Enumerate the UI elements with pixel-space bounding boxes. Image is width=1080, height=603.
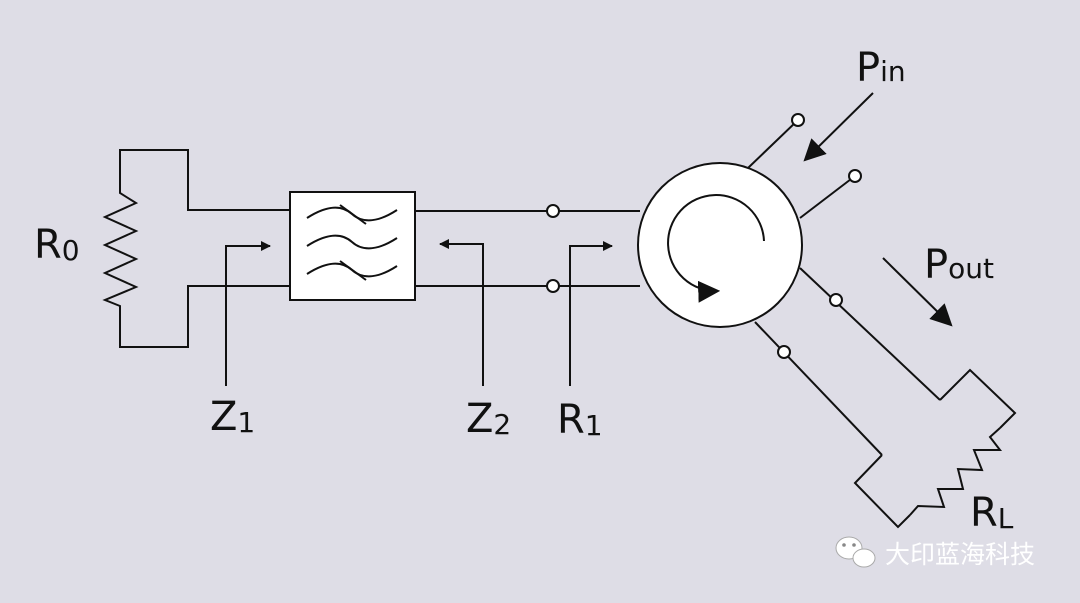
watermark-text: 大印蓝海科技 — [885, 540, 1035, 569]
terminal-node — [546, 279, 560, 293]
label-r0: R0 — [34, 222, 80, 268]
terminal-node — [848, 169, 862, 183]
r1-arrow — [569, 241, 613, 386]
label-z2: Z2 — [466, 396, 511, 442]
z1-arrow — [225, 241, 271, 386]
reference-arrows — [225, 239, 613, 386]
pin-arrow — [803, 92, 874, 162]
terminal-node — [791, 113, 805, 127]
transmission-lines — [415, 210, 640, 287]
load-resistor-rl — [754, 267, 1017, 529]
filter-block — [289, 191, 416, 301]
label-z1: Z1 — [210, 394, 255, 440]
source-resistor-r0 — [102, 149, 290, 348]
terminal-nodes — [546, 204, 560, 293]
watermark: 大印蓝海科技 — [835, 536, 1035, 569]
label-pout: Pout — [924, 242, 994, 288]
terminal-node — [546, 204, 560, 218]
wechat-icon — [835, 536, 876, 568]
pout-arrow — [882, 257, 953, 327]
circulation-arrow — [667, 194, 765, 303]
label-pin: Pin — [856, 45, 906, 91]
label-rl: RL — [970, 490, 1014, 536]
z2-arrow — [439, 239, 484, 386]
terminal-node — [829, 293, 843, 307]
terminal-node — [777, 345, 791, 359]
circulator — [637, 113, 862, 328]
label-r1: R1 — [557, 397, 603, 443]
